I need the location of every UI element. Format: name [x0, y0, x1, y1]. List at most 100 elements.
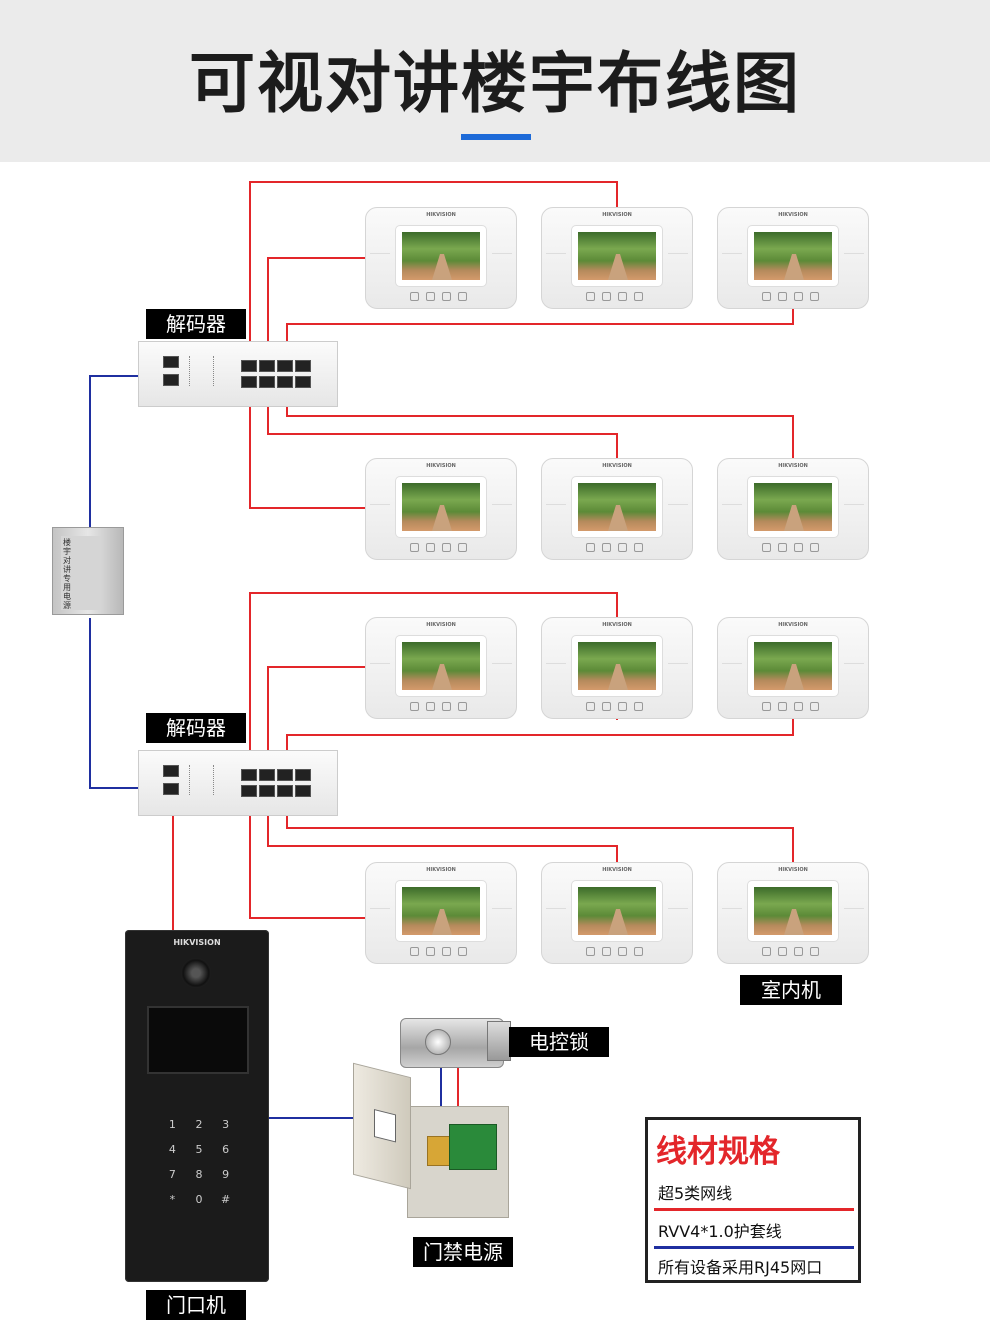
keypad-key: 9: [222, 1168, 230, 1181]
indoor-monitor: HIKVISION: [541, 458, 693, 560]
decoder-print: [213, 765, 228, 795]
uplink-port: [163, 374, 179, 386]
spec-row: RVV4*1.0护套线: [658, 1222, 782, 1241]
keypad-key: 1: [168, 1118, 176, 1131]
rj45-port: [241, 360, 257, 372]
cable-t1: [242, 181, 618, 363]
rj45-port: [241, 785, 257, 797]
indoor-monitor: HIKVISION: [541, 617, 693, 719]
lock-label: 电控锁: [509, 1027, 609, 1057]
decoder-print: [189, 765, 204, 795]
keypad-key: 0: [195, 1193, 203, 1206]
spec-title: 线材规格: [656, 1134, 780, 1170]
monitor-screen: [578, 642, 656, 690]
indoor-monitor: HIKVISION: [717, 458, 869, 560]
keypad-key: 4: [168, 1143, 176, 1156]
rvv-cable-bottom: [89, 618, 138, 789]
spec-line-red: [654, 1208, 854, 1211]
network-cable-group: [165, 181, 794, 1130]
monitor-brand: HIKVISION: [602, 622, 632, 628]
decoder-unit-bottom: [138, 750, 338, 816]
rj45-port: [259, 360, 275, 372]
rj45-port: [277, 769, 293, 781]
indoor-monitor: HIKVISION: [365, 862, 517, 964]
uplink-port: [163, 765, 179, 777]
monitor-screen: [578, 887, 656, 935]
decoder-label-bottom: 解码器: [146, 713, 246, 743]
rj45-port: [277, 360, 293, 372]
monitor-brand: HIKVISION: [426, 622, 456, 628]
access-power-box: [345, 1062, 515, 1230]
keypad-key: #: [221, 1193, 231, 1206]
cable-spec-box: 线材规格 超5类网线 RVV4*1.0护套线 所有设备采用RJ45网口: [645, 1117, 861, 1283]
monitor-screen: [754, 642, 832, 690]
uplink-port: [163, 783, 179, 795]
spec-row: 所有设备采用RJ45网口: [658, 1258, 823, 1277]
monitor-screen: [402, 232, 480, 280]
monitor-screen: [754, 483, 832, 531]
monitor-screen: [578, 483, 656, 531]
keypad-key: 5: [195, 1143, 203, 1156]
rj45-port: [277, 376, 293, 388]
keypad-key: 7: [168, 1168, 176, 1181]
indoor-monitor: HIKVISION: [717, 862, 869, 964]
indoor-monitor: HIKVISION: [365, 207, 517, 309]
lock-cylinder-icon: [425, 1029, 451, 1055]
cable-b4: [242, 787, 366, 919]
cable-t3: [279, 309, 794, 363]
indoor-monitor: HIKVISION: [541, 207, 693, 309]
indoor-monitor: HIKVISION: [717, 207, 869, 309]
indoor-monitor: HIKVISION: [541, 862, 693, 964]
spec-line-blue: [654, 1246, 854, 1249]
cable-b5: [260, 787, 618, 864]
control-board: [449, 1124, 497, 1170]
monitor-brand: HIKVISION: [426, 212, 456, 218]
uplink-port: [163, 356, 179, 368]
cable-b6: [279, 787, 794, 864]
indoor-monitor: HIKVISION: [717, 617, 869, 719]
rj45-port: [259, 376, 275, 388]
door-station-label: 门口机: [146, 1290, 246, 1320]
keypad: 1 2 3 4 5 6 7 8 9 * 0 #: [159, 1118, 239, 1206]
electric-lock: [400, 1018, 511, 1068]
keypad-key: 2: [195, 1118, 203, 1131]
decoder-print: [213, 356, 228, 386]
box-door: [353, 1062, 411, 1190]
rj45-port: [277, 785, 293, 797]
lock-bolt: [487, 1021, 511, 1061]
keypad-key: *: [169, 1193, 176, 1206]
rj45-port: [241, 769, 257, 781]
rj45-port: [295, 785, 311, 797]
keypad-key: 3: [222, 1118, 230, 1131]
decoder-unit-top: [138, 341, 338, 407]
monitor-screen: [402, 887, 480, 935]
monitor-screen: [402, 483, 480, 531]
indoor-unit-label: 室内机: [740, 975, 842, 1005]
spec-row: 超5类网线: [658, 1184, 733, 1203]
rj45-port: [259, 785, 275, 797]
cable-t4: [242, 377, 366, 509]
monitor-brand: HIKVISION: [778, 463, 808, 469]
door-station: HIKVISION 1 2 3 4 5 6 7 8 9 * 0 #: [125, 930, 269, 1282]
monitor-brand: HIKVISION: [602, 463, 632, 469]
monitor-brand: HIKVISION: [778, 867, 808, 873]
monitor-screen: [754, 887, 832, 935]
camera-icon: [181, 958, 211, 988]
keypad-key: 6: [222, 1143, 230, 1156]
cable-t6: [279, 377, 794, 459]
access-power-label: 门禁电源: [413, 1237, 513, 1267]
keypad-key: 8: [195, 1168, 203, 1181]
psu-face: [61, 536, 101, 610]
intercom-power-supply: 楼宇对讲专用电源: [52, 527, 124, 615]
door-station-screen: [147, 1006, 249, 1074]
cable-b3: [279, 719, 794, 773]
rvv-cable-top: [89, 375, 138, 530]
indoor-monitor: HIKVISION: [365, 458, 517, 560]
cable-b2: [260, 666, 366, 773]
rj45-port: [241, 376, 257, 388]
monitor-brand: HIKVISION: [602, 867, 632, 873]
monitor-brand: HIKVISION: [602, 212, 632, 218]
monitor-brand: HIKVISION: [778, 622, 808, 628]
decoder-print: [189, 356, 204, 386]
